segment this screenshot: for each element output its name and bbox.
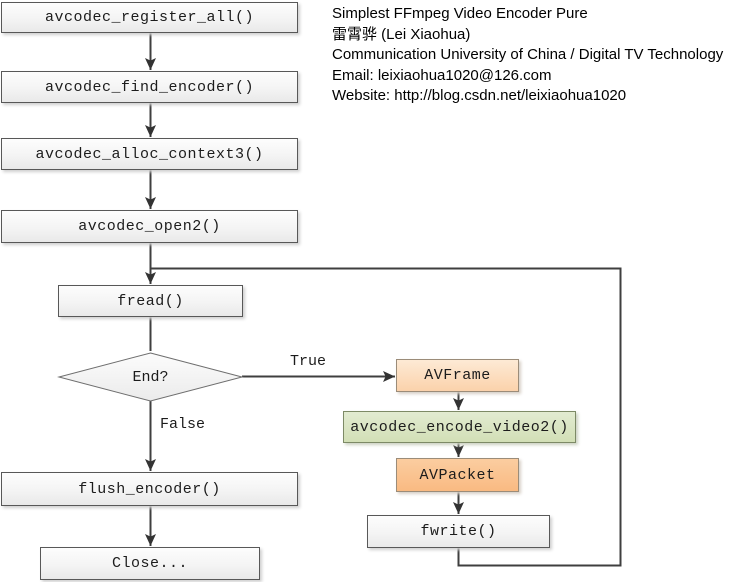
node-fread: fread() [58,285,243,317]
node-flush-encoder: flush_encoder() [1,472,298,506]
info-block: Simplest FFmpeg Video Encoder Pure 雷霄骅 (… [332,4,732,107]
node-fwrite: fwrite() [367,515,550,548]
node-end-decision-label: End? [132,368,169,386]
edge-label-false: False [160,416,206,433]
node-avcodec-open2: avcodec_open2() [1,210,298,243]
node-avcodec-register-all: avcodec_register_all() [1,2,298,33]
info-email: Email: leixiaohua1020@126.com [332,66,552,84]
node-close: Close... [40,547,260,580]
info-author: 雷霄骅 (Lei Xiaohua) [332,25,471,43]
node-avcodec-encode-video2: avcodec_encode_video2() [343,411,576,443]
info-affiliation: Communication University of China / Digi… [332,46,724,63]
node-avpacket: AVPacket [396,458,519,492]
node-avcodec-alloc-context3: avcodec_alloc_context3() [1,138,298,170]
loop-back-connector [151,267,622,567]
info-website: Website: http://blog.csdn.net/leixiaohua… [332,87,627,104]
decision-diamond-shape [57,352,244,402]
info-title: Simplest FFmpeg Video Encoder Pure [332,5,588,22]
node-avcodec-find-encoder: avcodec_find_encoder() [1,71,298,103]
edge-label-true: True [290,353,327,370]
node-avframe: AVFrame [396,359,519,392]
